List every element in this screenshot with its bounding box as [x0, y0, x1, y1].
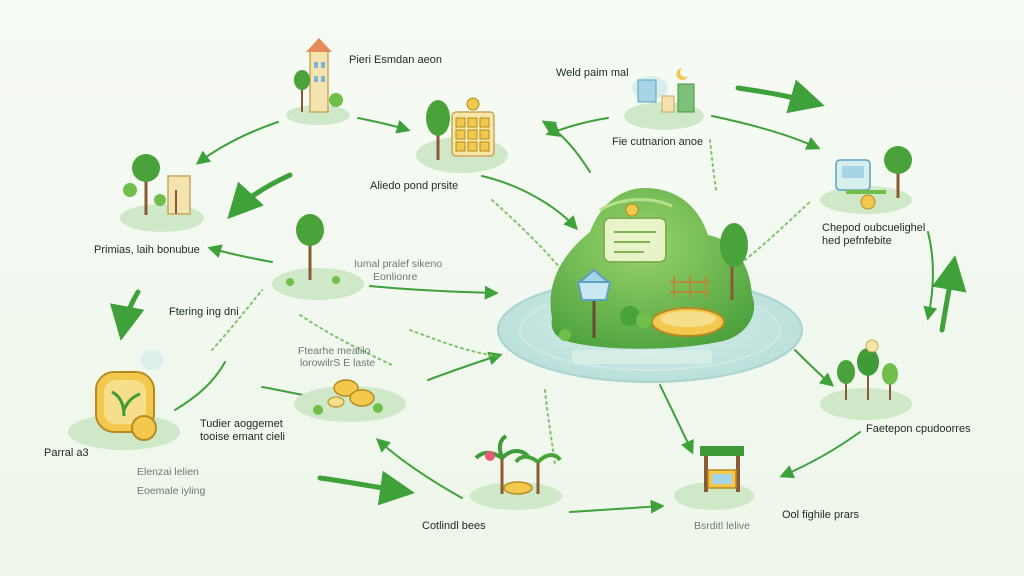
label-right-low: Faetepon cpudoorres [866, 423, 971, 435]
label-left-big-1: Tudier aoggemet [200, 418, 283, 430]
label-left-mid: Ftering ing dni [169, 306, 239, 318]
arrow-tree-to-left [207, 244, 273, 263]
label-top-right-1: Weld paim mal [556, 67, 629, 79]
label-bottom-right-1: Ool fighile prars [782, 509, 860, 521]
island-tree-icon [720, 223, 748, 300]
label-upper-left-pond: Aliedo pond prsite [370, 180, 459, 192]
arrow-top-left [195, 121, 279, 165]
arrow-pond-to-island [481, 175, 578, 231]
node-market-stall [674, 446, 754, 510]
label-right-top-2: hed pefnfebite [822, 235, 892, 247]
label-right-top-1: Chepod oubcuelighel [822, 222, 926, 234]
label-left-big-2: tooise emant cieli [200, 431, 285, 443]
arrow-bottom-up-left [375, 438, 463, 499]
node-golden-sprout [68, 350, 180, 450]
bulb-icon [466, 97, 480, 111]
node-left-garden [120, 154, 204, 232]
label-bottom-center: Cotlindl bees [422, 520, 486, 532]
node-tower-garden [286, 38, 350, 125]
node-city-garden [624, 68, 704, 130]
node-coins [294, 379, 406, 422]
arrow-right-down [923, 231, 938, 321]
arrow-island-to-right [794, 349, 835, 387]
node-right-grove [820, 339, 912, 420]
label-left-top: Primias, laih bonubue [94, 244, 200, 256]
label-left-small-1: Elenzai lelien [137, 466, 199, 478]
arrow-island-to-bottom [659, 384, 694, 455]
dotted-vines [211, 139, 813, 466]
label-bottom-right-2: Bsrditl lelive [694, 520, 751, 532]
arrow-bold-left [227, 172, 293, 220]
arrow-island-to-top [541, 120, 591, 173]
arrow-top-right-to-right [711, 115, 821, 150]
central-island [497, 188, 803, 383]
arrow-left-to-coin [174, 361, 226, 411]
label-top-center: Pieri Esmdan aeon [349, 54, 442, 66]
arrow-top-right-reverse [545, 117, 609, 137]
island-sign [603, 217, 667, 263]
wooden-fence [670, 276, 710, 298]
arrow-bottom-to-right [569, 499, 665, 514]
golden-bowl-icon [651, 307, 725, 337]
island-shrub-icon [559, 306, 652, 341]
flow-arrows [109, 79, 967, 514]
label-mid-tree-1: Iumal pralef sikeno [354, 258, 443, 270]
arrow-right-to-bottom [779, 431, 861, 479]
arrow-bold-top-right [735, 79, 825, 114]
label-coin-1: Ftearhe mealilo [298, 345, 371, 357]
node-single-tree [272, 214, 364, 300]
coin-icon [131, 415, 157, 441]
label-left-small-2: Eoemale iyling [137, 485, 206, 497]
arrow-top-to-pond [357, 117, 411, 134]
arrow-right-up-bold [931, 255, 967, 333]
label-mid-tree-2: Eonlionre [373, 271, 418, 283]
glass-lantern-icon [576, 268, 612, 338]
label-left-corner: Parral a3 [44, 447, 89, 459]
arrow-coin-to-island [427, 351, 503, 381]
node-palm-grove [470, 434, 562, 510]
node-right-kiosk [820, 146, 912, 214]
moon-icon [676, 68, 688, 80]
arrow-left-down-bold [109, 289, 145, 341]
arrow-tree-to-island [369, 285, 499, 300]
label-coin-2: lorowilrS E laste [300, 357, 376, 369]
node-pond-panel [416, 97, 508, 173]
arrow-bottom-left-bold [317, 470, 415, 506]
label-top-right-2: Fie cutnarion anoe [612, 136, 704, 148]
